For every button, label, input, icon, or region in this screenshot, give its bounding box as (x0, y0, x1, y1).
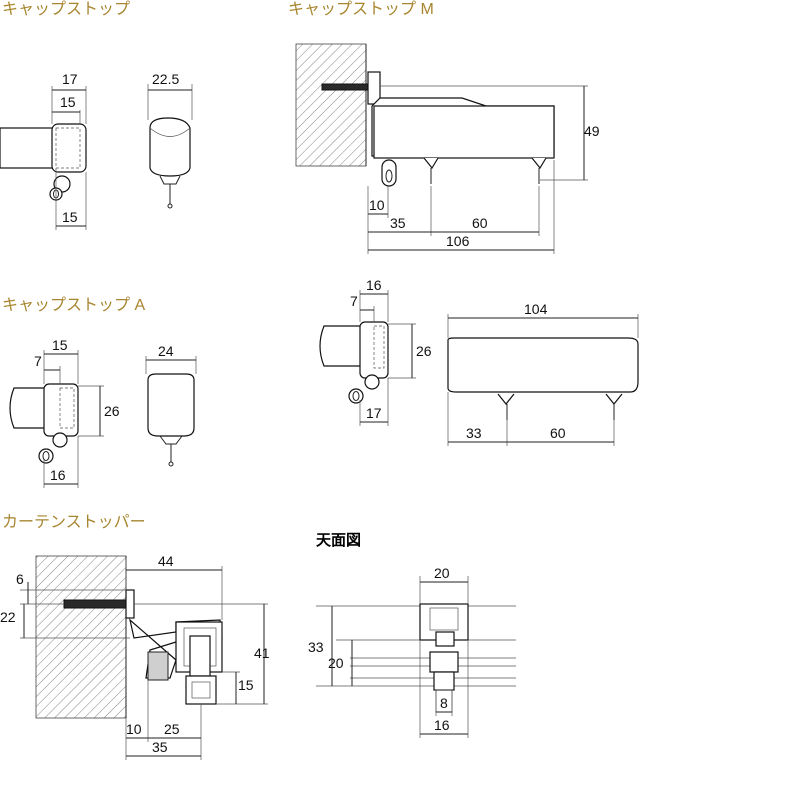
dim-capstop-a-bottom: 16 (50, 467, 66, 483)
dim-capstop-am-inner: 7 (350, 293, 358, 309)
dim-capstop-am-length: 104 (524, 301, 548, 317)
dim-top-width: 20 (434, 565, 450, 581)
dim-capstop-front-width: 22.5 (152, 71, 179, 87)
dim-capstop-m-first: 35 (390, 215, 406, 231)
dim-top-inner-width: 8 (440, 695, 448, 711)
dim-top-height-inner: 20 (328, 655, 344, 671)
dim-top-bottom-width: 16 (434, 717, 450, 733)
dim-stopper-lower: 15 (238, 677, 254, 693)
curtain-stopper-view (20, 555, 268, 760)
title-capstop: キャップストップ (2, 0, 130, 18)
dim-capstop-m-height: 49 (584, 123, 600, 139)
dim-capstop-m-length: 106 (446, 233, 470, 249)
dim-capstop-am-height: 26 (416, 343, 432, 359)
dim-capstop-width: 17 (62, 71, 78, 87)
capstop-a-front-view (145, 356, 197, 467)
dim-capstop-a-width: 15 (52, 337, 68, 353)
dim-stopper-reach: 44 (158, 553, 174, 569)
dim-stopper-top-offset: 6 (16, 571, 24, 587)
dim-top-height-outer: 33 (308, 639, 324, 655)
dim-capstop-a-height: 26 (104, 403, 120, 419)
dim-capstop-m-gap: 10 (369, 197, 385, 213)
dim-stopper-mid: 25 (164, 721, 180, 737)
dim-stopper-width: 35 (152, 739, 168, 755)
capstop-m-view (295, 43, 588, 254)
dim-stopper-height-total: 41 (254, 645, 270, 661)
capstop-am-long-view (447, 314, 639, 446)
dim-capstop-am-width: 16 (366, 277, 382, 293)
dim-capstop-inner: 15 (60, 94, 76, 110)
dim-capstop-am-first: 33 (466, 425, 482, 441)
dim-capstop-bottom: 15 (62, 209, 78, 225)
capstop-am-side-view (319, 290, 416, 426)
title-top-view: 天面図 (316, 532, 361, 549)
dim-capstop-am-bottom: 17 (366, 405, 382, 421)
title-curtain-stopper: カーテンストッパー (2, 514, 146, 531)
title-capstop-a: キャップストップ A (2, 296, 145, 314)
dim-capstop-a-inner: 7 (34, 353, 42, 369)
dim-capstop-m-pitch: 60 (472, 215, 488, 231)
capstop-side-view (0, 86, 87, 230)
dim-stopper-gap: 10 (126, 721, 142, 737)
title-capstop-m: キャップストップ M (288, 0, 434, 18)
dim-capstop-a-front-width: 24 (158, 343, 174, 359)
capstop-front-view (147, 84, 193, 209)
dim-stopper-height-left: 22 (0, 609, 16, 625)
capstop-a-side-view (9, 350, 104, 488)
dim-capstop-am-pitch: 60 (550, 425, 566, 441)
top-view (316, 576, 516, 738)
